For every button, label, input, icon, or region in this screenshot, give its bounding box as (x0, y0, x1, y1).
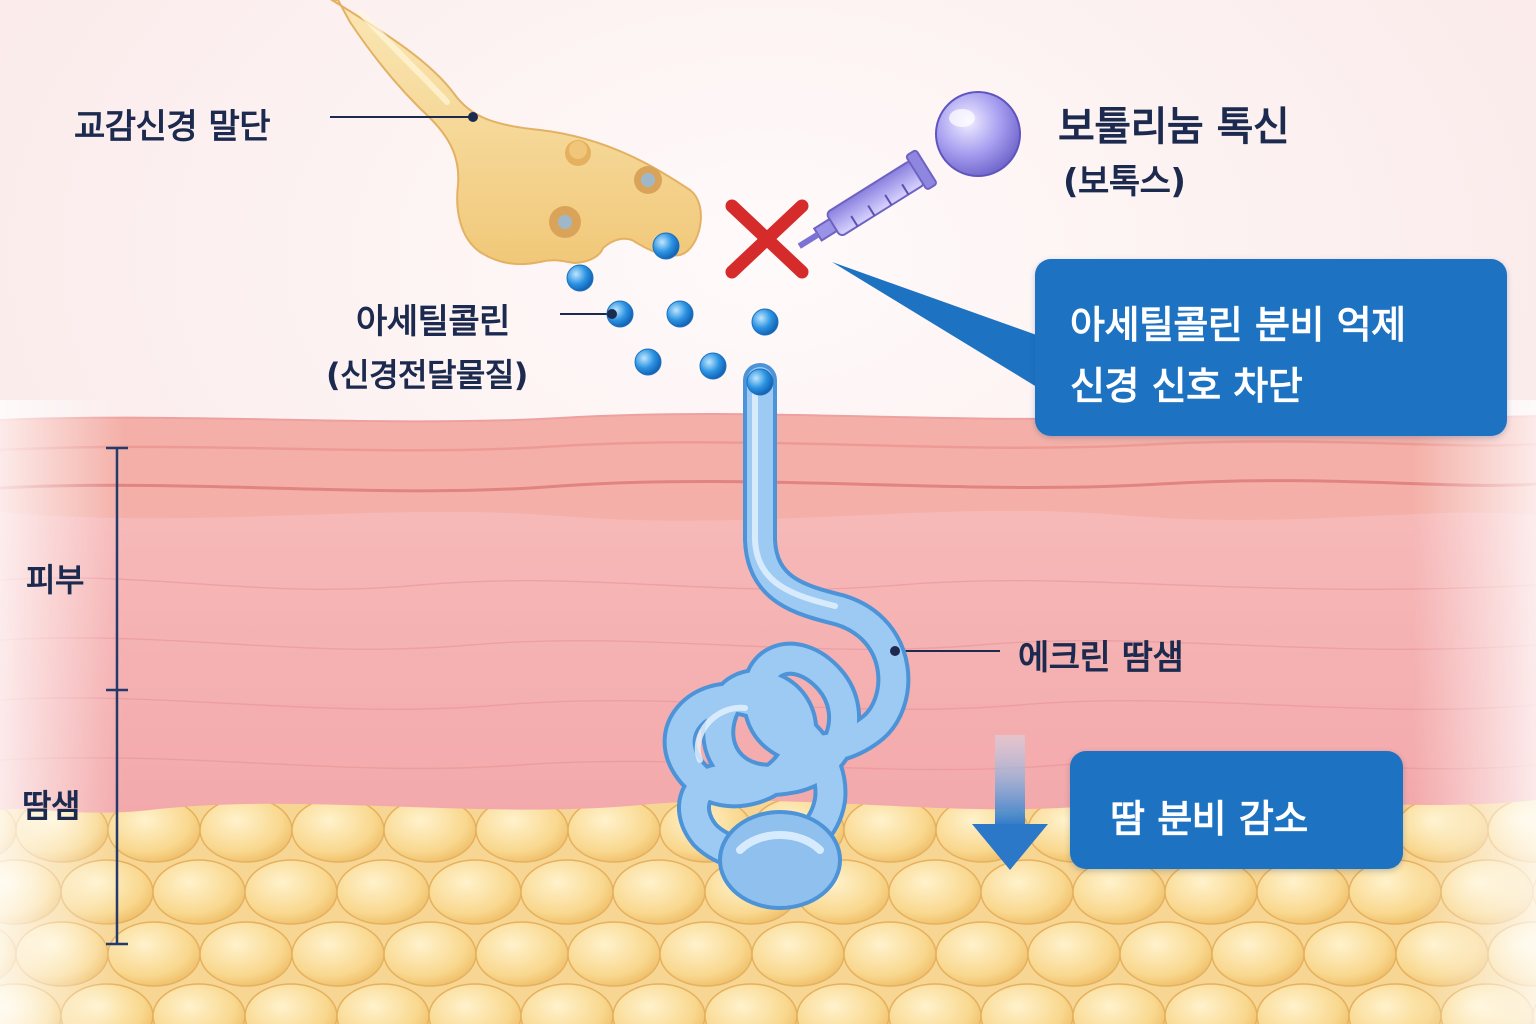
acetylcholine-molecule (634, 348, 662, 376)
nerve-terminal (330, 0, 702, 266)
leader-lines (330, 116, 1000, 652)
sweat-reduction-callout: 땀 분비 감소 (1070, 751, 1403, 869)
acetylcholine-molecule (751, 308, 779, 336)
acetylcholine-molecule (746, 368, 774, 396)
skin-layer-label: 피부 (26, 561, 84, 599)
callout-pointer (832, 262, 1045, 392)
eccrine-gland (662, 363, 911, 910)
acetylcholine-molecule (699, 352, 727, 380)
down-arrow-icon (972, 735, 1048, 870)
callout-inhibit-line2: 신경 신호 차단 (1070, 364, 1303, 408)
syringe-icon (797, 91, 1021, 249)
acetylcholine-label: 아세틸콜린 (356, 302, 510, 342)
acetylcholine-molecule (666, 300, 694, 328)
acetylcholine-molecules (566, 232, 779, 396)
sweat-gland-layer-label: 땀샘 (22, 787, 80, 825)
botox-label: (보톡스) (1063, 162, 1186, 202)
sympathetic-terminal-label: 교감신경 말단 (74, 107, 271, 147)
eccrine-gland-label: 에크린 땀샘 (1018, 638, 1184, 678)
callout-reduce-text: 땀 분비 감소 (1110, 797, 1308, 841)
acetylcholine-molecule (652, 232, 680, 260)
botulinum-toxin-label: 보툴리눔 톡신 (1058, 104, 1290, 150)
callout-inhibit-line1: 아세틸콜린 분비 억제 (1070, 303, 1406, 347)
red-x-icon (725, 199, 809, 279)
layer-bracket (106, 446, 128, 946)
neurotransmitter-label: (신경전달물질) (326, 356, 528, 394)
acetylcholine-molecule (566, 264, 594, 292)
acetylcholine-inhibition-callout: 아세틸콜린 분비 억제 신경 신호 차단 (1035, 259, 1507, 436)
